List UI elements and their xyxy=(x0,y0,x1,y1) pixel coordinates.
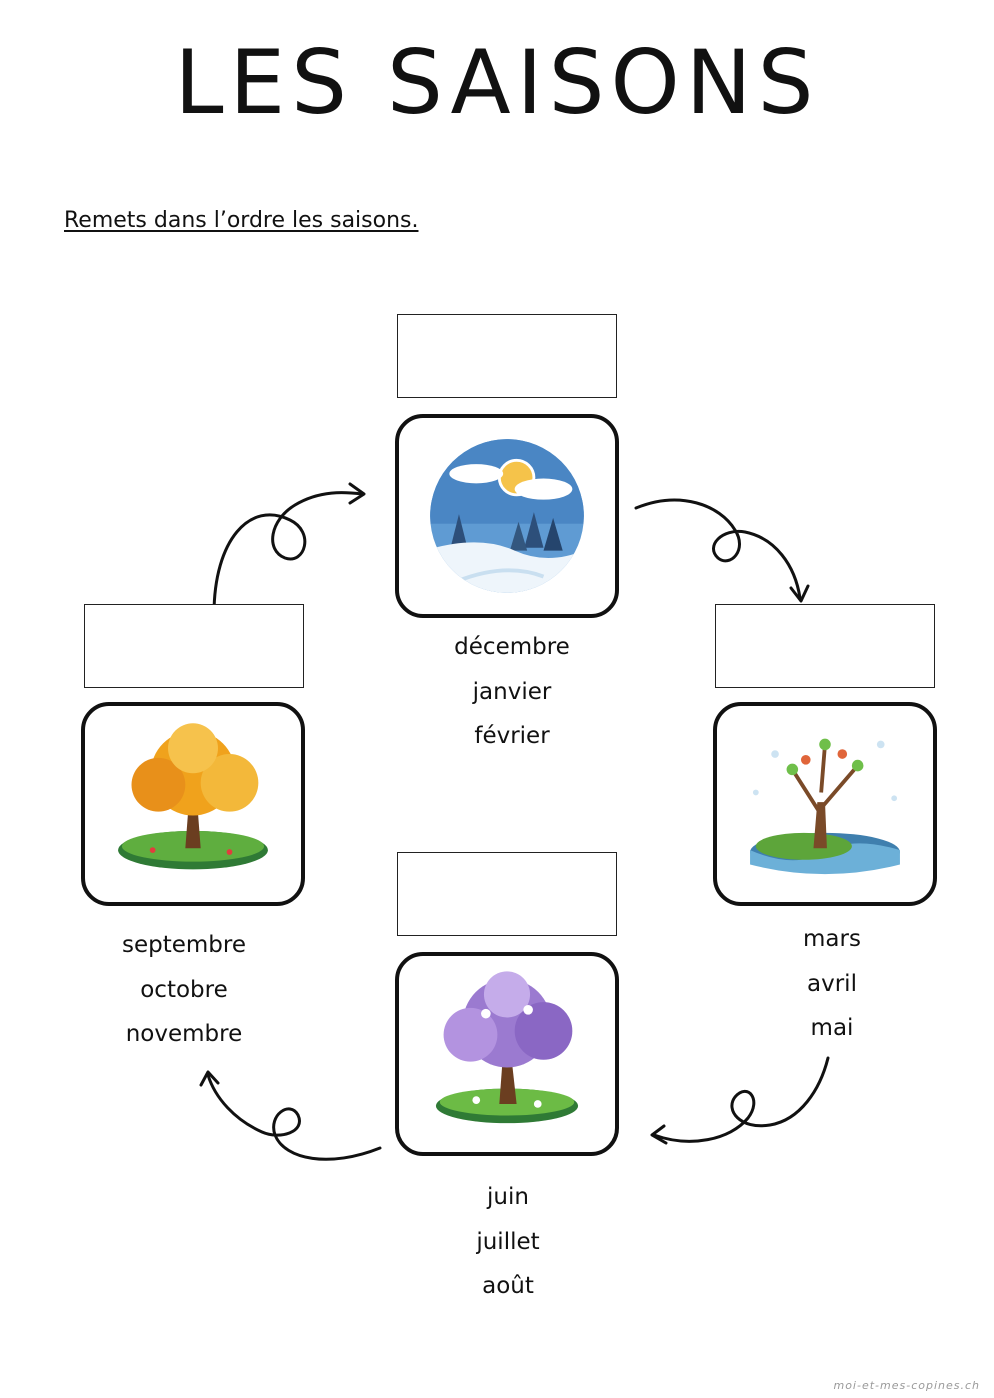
answer-box-spring[interactable] xyxy=(715,604,935,688)
autumn-tree-image xyxy=(118,723,268,870)
arrow-winter-to-spring xyxy=(634,498,802,600)
season-image-spring xyxy=(713,702,937,906)
month-label: juillet xyxy=(476,1228,540,1255)
arrow-spring-to-summer xyxy=(652,1056,830,1143)
month-label: août xyxy=(482,1273,534,1299)
months-list-autumn: septembre octobre novembre xyxy=(74,923,294,1057)
month-label: janvier xyxy=(472,678,552,705)
arrow-summer-to-autumn xyxy=(206,1073,382,1161)
instruction-text: Remets dans l’ordre les saisons. xyxy=(64,208,419,233)
months-list-summer: juin juillet août xyxy=(398,1175,618,1309)
month-label: décembre xyxy=(454,634,570,660)
answer-box-winter[interactable] xyxy=(397,314,617,398)
season-image-autumn xyxy=(81,702,305,906)
page-title: LES SAISONS xyxy=(174,31,820,134)
month-label: mai xyxy=(810,1015,854,1041)
arrow-autumn-to-winter xyxy=(212,491,364,616)
month-label: juin xyxy=(487,1184,529,1210)
watermark: moi-et-mes-copines.ch xyxy=(833,1379,980,1392)
summer-tree-image xyxy=(435,971,579,1124)
answer-box-summer[interactable] xyxy=(397,852,617,936)
month-label: octobre xyxy=(140,976,228,1003)
month-label: avril xyxy=(807,970,857,997)
months-list-spring: mars avril mai xyxy=(722,917,942,1051)
season-image-summer xyxy=(395,952,619,1156)
month-label: mars xyxy=(803,926,861,952)
months-list-winter: décembre janvier février xyxy=(402,625,622,759)
winter-image xyxy=(430,439,584,593)
month-label: février xyxy=(474,723,550,749)
month-label: novembre xyxy=(125,1021,243,1047)
spring-tree-image xyxy=(750,738,900,875)
month-label: septembre xyxy=(121,932,246,958)
answer-box-autumn[interactable] xyxy=(84,604,304,688)
season-image-winter xyxy=(395,414,619,618)
